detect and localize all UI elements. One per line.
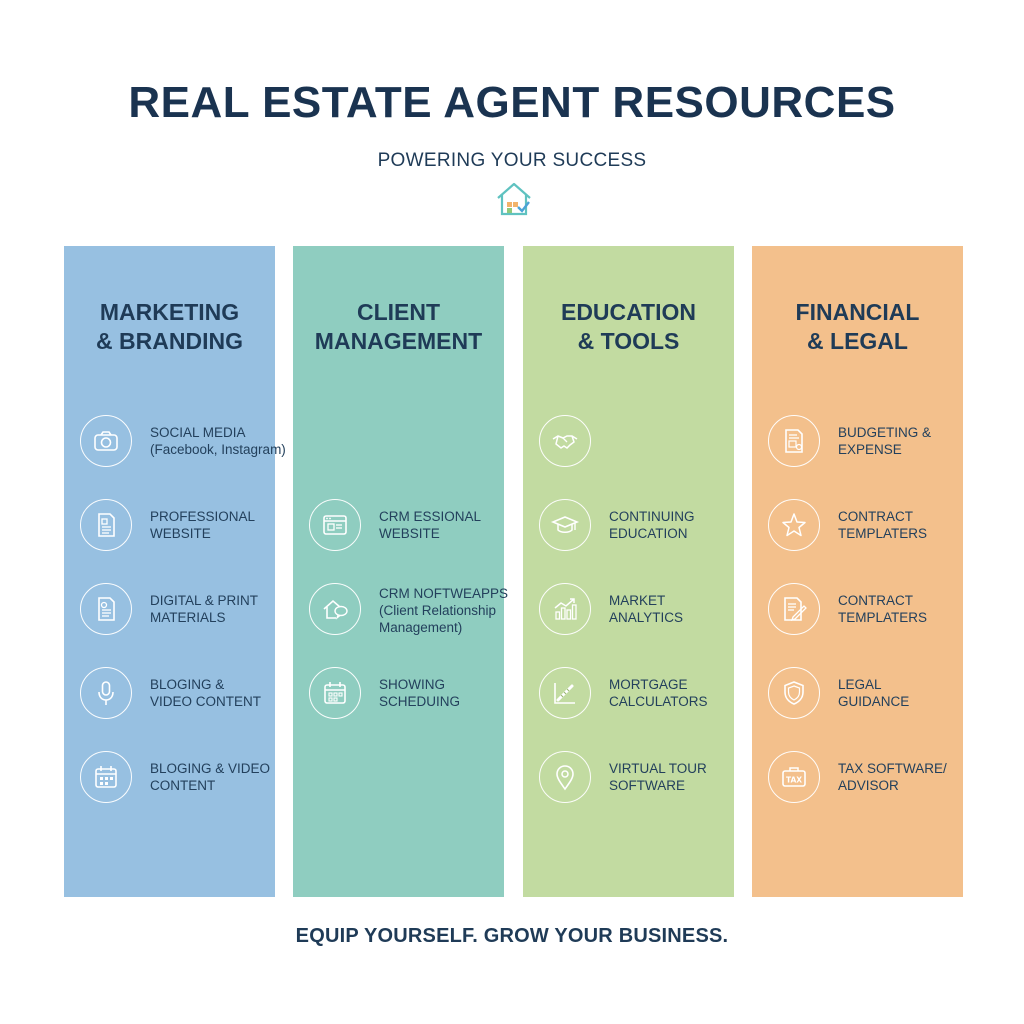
- column-financial-legal: FINANCIAL & LEGAL BUDGETING & EXPENSE CO…: [752, 246, 963, 897]
- bar-chart-icon: [539, 583, 591, 635]
- column-client-management: CLIENT MANAGEMENT CRM ESSIONAL WEBSITE C…: [293, 246, 508, 897]
- resource-label: CONTRACT TEMPLATERS: [838, 593, 928, 625]
- resource-item-market-analytics[interactable]: MARKET ANALYTICS: [523, 583, 734, 639]
- contract-pen-icon: [768, 583, 820, 635]
- resource-label: LEGAL GUIDANCE: [838, 677, 910, 709]
- resource-item-legal-guidance[interactable]: LEGAL GUIDANCE: [752, 667, 963, 723]
- resource-item-mortgage-calculators[interactable]: MORTGAGE CALCULATORS: [523, 667, 734, 723]
- resource-item-digital-print[interactable]: DIGITAL & PRINT MATERIALS: [64, 583, 275, 639]
- resource-item-contract-templaters[interactable]: CONTRACT TEMPLATERS: [752, 583, 963, 639]
- column-heading: CLIENT MANAGEMENT: [314, 299, 483, 354]
- svg-text:TAX: TAX: [786, 776, 802, 785]
- document-icon: [80, 499, 132, 551]
- resource-label: MARKET ANALYTICS: [609, 593, 684, 625]
- column-heading: FINANCIAL & LEGAL: [795, 299, 920, 354]
- resource-label: SHOWING SCHEDUING: [379, 677, 461, 709]
- map-pin-icon: [539, 751, 591, 803]
- resource-item-contract-templaters-star[interactable]: CONTRACT TEMPLATERS: [752, 499, 963, 555]
- resource-label: DIGITAL & PRINT MATERIALS: [150, 593, 259, 625]
- browser-window-icon: [309, 499, 361, 551]
- resource-label: BUDGETING & EXPENSE: [838, 425, 932, 457]
- resource-item-budgeting[interactable]: BUDGETING & EXPENSE: [752, 415, 963, 471]
- resource-label: CONTRACT TEMPLATERS: [838, 509, 928, 541]
- resource-item-handshake[interactable]: [523, 415, 734, 471]
- resource-item-continuing-education[interactable]: CONTINUING EDUCATION: [523, 499, 734, 555]
- column-education-tools: EDUCATION & TOOLS CONTINUING EDUCATION M…: [523, 246, 734, 897]
- resource-label: SOCIAL MEDIA (Facebook, Instagram): [150, 425, 286, 457]
- resource-label: BLOGING & VIDEO CONTENT: [150, 677, 262, 709]
- resource-item-professional-website[interactable]: PROFESSIONAL WEBSITE: [64, 499, 275, 555]
- graduation-cap-icon: [539, 499, 591, 551]
- microphone-icon: [80, 667, 132, 719]
- resource-item-virtual-tour[interactable]: VIRTUAL TOUR SOFTWARE: [523, 751, 734, 807]
- resource-label: CONTINUING EDUCATION: [609, 509, 695, 541]
- ruler-chart-icon: [539, 667, 591, 719]
- footer-tagline: EQUIP YOURSELF. GROW YOUR BUSINESS.: [295, 925, 729, 947]
- resource-item-bloging-video[interactable]: BLOGING & VIDEO CONTENT: [64, 667, 275, 723]
- calendar-grid-icon: [309, 667, 361, 719]
- shield-icon: [768, 667, 820, 719]
- tax-briefcase-icon: TAX: [768, 751, 820, 803]
- resource-item-social-media[interactable]: SOCIAL MEDIA (Facebook, Instagram): [64, 415, 286, 471]
- column-heading: EDUCATION & TOOLS: [560, 299, 696, 354]
- resource-item-tax-software[interactable]: TAX TAX SOFTWARE/ ADVISOR: [752, 751, 963, 807]
- resource-label: TAX SOFTWARE/ ADVISOR: [838, 761, 947, 793]
- handshake-icon: [539, 415, 591, 467]
- resource-label: BLOGING & VIDEO CONTENT: [150, 761, 271, 793]
- resource-item-bloging-video-content[interactable]: BLOGING & VIDEO CONTENT: [64, 751, 275, 807]
- star-icon: [768, 499, 820, 551]
- house-chat-icon: [309, 583, 361, 635]
- camera-icon: [80, 415, 132, 467]
- resource-item-crm-software[interactable]: CRM NOFTWEAPPS (Client Relationship Mana…: [293, 583, 508, 639]
- resource-item-showing-scheduling[interactable]: SHOWING SCHEDUING: [293, 667, 504, 723]
- resource-label: PROFESSIONAL WEBSITE: [150, 509, 256, 541]
- page-subtitle: POWERING YOUR SUCCESS: [377, 150, 647, 171]
- resource-label: VIRTUAL TOUR SOFTWARE: [609, 761, 707, 793]
- column-marketing-branding: MARKETING & BRANDING SOCIAL MEDIA (Faceb…: [64, 246, 286, 897]
- page-title: REAL ESTATE AGENT RESOURCES: [128, 78, 896, 127]
- resource-label: CRM NOFTWEAPPS (Client Relationship Mana…: [379, 586, 509, 635]
- print-document-icon: [80, 583, 132, 635]
- resource-label: MORTGAGE CALCULATORS: [609, 677, 708, 709]
- resource-label: CRM ESSIONAL WEBSITE: [379, 509, 482, 541]
- budget-document-icon: [768, 415, 820, 467]
- house-check-icon: [497, 182, 531, 216]
- column-heading: MARKETING & BRANDING: [96, 299, 243, 354]
- calendar-icon: [80, 751, 132, 803]
- resource-item-crm-website[interactable]: CRM ESSIONAL WEBSITE: [293, 499, 504, 555]
